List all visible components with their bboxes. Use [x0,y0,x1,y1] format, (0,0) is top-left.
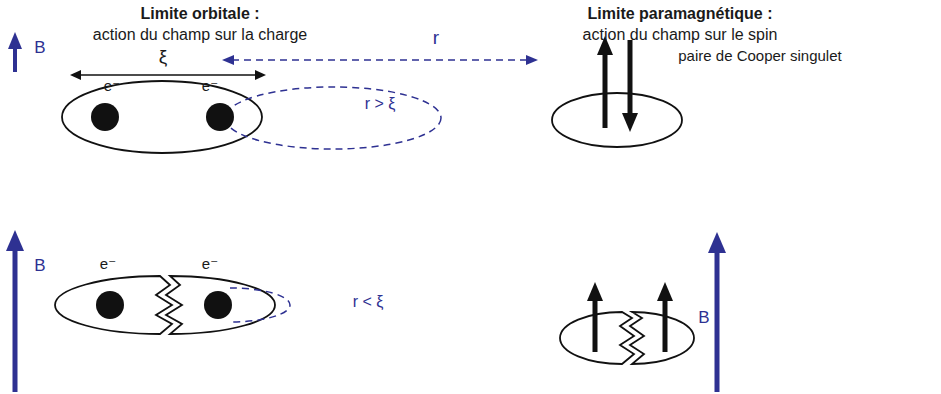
electron-label: e⁻ [100,255,116,272]
spin-arrow [597,36,638,132]
field-label: B [698,308,709,328]
broken-oval [166,276,275,334]
pair-label: paire de Cooper singulet [678,47,841,64]
electron-label: e⁻ [202,255,218,272]
electron [96,291,124,319]
dashed-range [230,288,290,322]
electron-label: e⁻ [202,77,218,94]
range-label: r < ξ [353,293,384,311]
length-label: r [433,27,439,49]
dashed-range [225,87,441,149]
panel-heading: Limite paramagnétique : [588,5,773,23]
range-label: r > ξ [363,95,398,113]
electron [91,103,119,131]
panel-heading: Limite orbitale : [140,5,259,23]
cooper-pair-oval [62,81,262,153]
field-label: B [34,256,45,276]
broken-oval [630,312,694,364]
length-label: ξ [159,46,168,68]
broken-oval [55,276,172,334]
r-arrow [222,55,538,65]
electron [206,103,234,131]
electron-label: e⁻ [104,77,120,94]
panel-subheading: action du champ sur le spin [583,26,778,44]
xi-arrow [70,70,266,80]
field-arrow [6,32,726,392]
spin-arrow [587,282,673,352]
electron [204,291,232,319]
singlet-oval [552,93,682,147]
panel-subheading: action du champ sur la charge [93,26,307,44]
field-label: B [34,38,45,58]
